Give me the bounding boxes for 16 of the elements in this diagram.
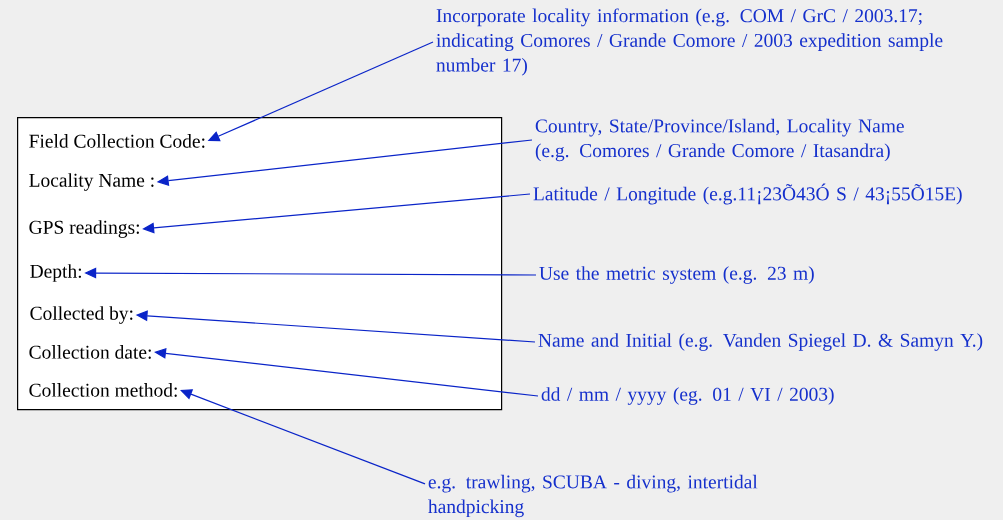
field-label: Collected by: [30, 306, 133, 324]
annotation-text: e.g. trawling, SCUBA - diving, intertidal handpicking [428, 474, 758, 518]
annotation-text: Latitude / Longitude (e.g.11¡23Õ43Ó S / 43¡55Õ15E) [533, 183, 962, 205]
annotation-text: dd / mm / yyyy (eg. 01 / VI / 2003) [541, 387, 834, 405]
field-label: GPS readings: [29, 220, 139, 238]
annotation-text: Country, State/Province/Island, Locality Name (e.g. Comores / Grande Comore / Itasandra) [535, 118, 904, 162]
arrow [180, 389, 426, 485]
field-label: Field Collection Code: [29, 134, 205, 148]
field-label: Collection method: [29, 383, 177, 397]
annotation-text: Use the metric system (e.g. 23 m) [539, 266, 814, 284]
form-box [17, 117, 503, 411]
annotation-text: Incorporate locality information (e.g. COM / GrC / 2003.17; indicating Comores / Grande Comore / 2003 expedition sample number 17) [436, 8, 943, 76]
field-label: Depth: [30, 264, 81, 282]
field-label: Locality Name : [29, 173, 154, 191]
field-label: Collection date: [29, 345, 151, 359]
annotation-text: Name and Initial (e.g. Vanden Spiegel D. & Samyn Y.) [538, 333, 983, 351]
